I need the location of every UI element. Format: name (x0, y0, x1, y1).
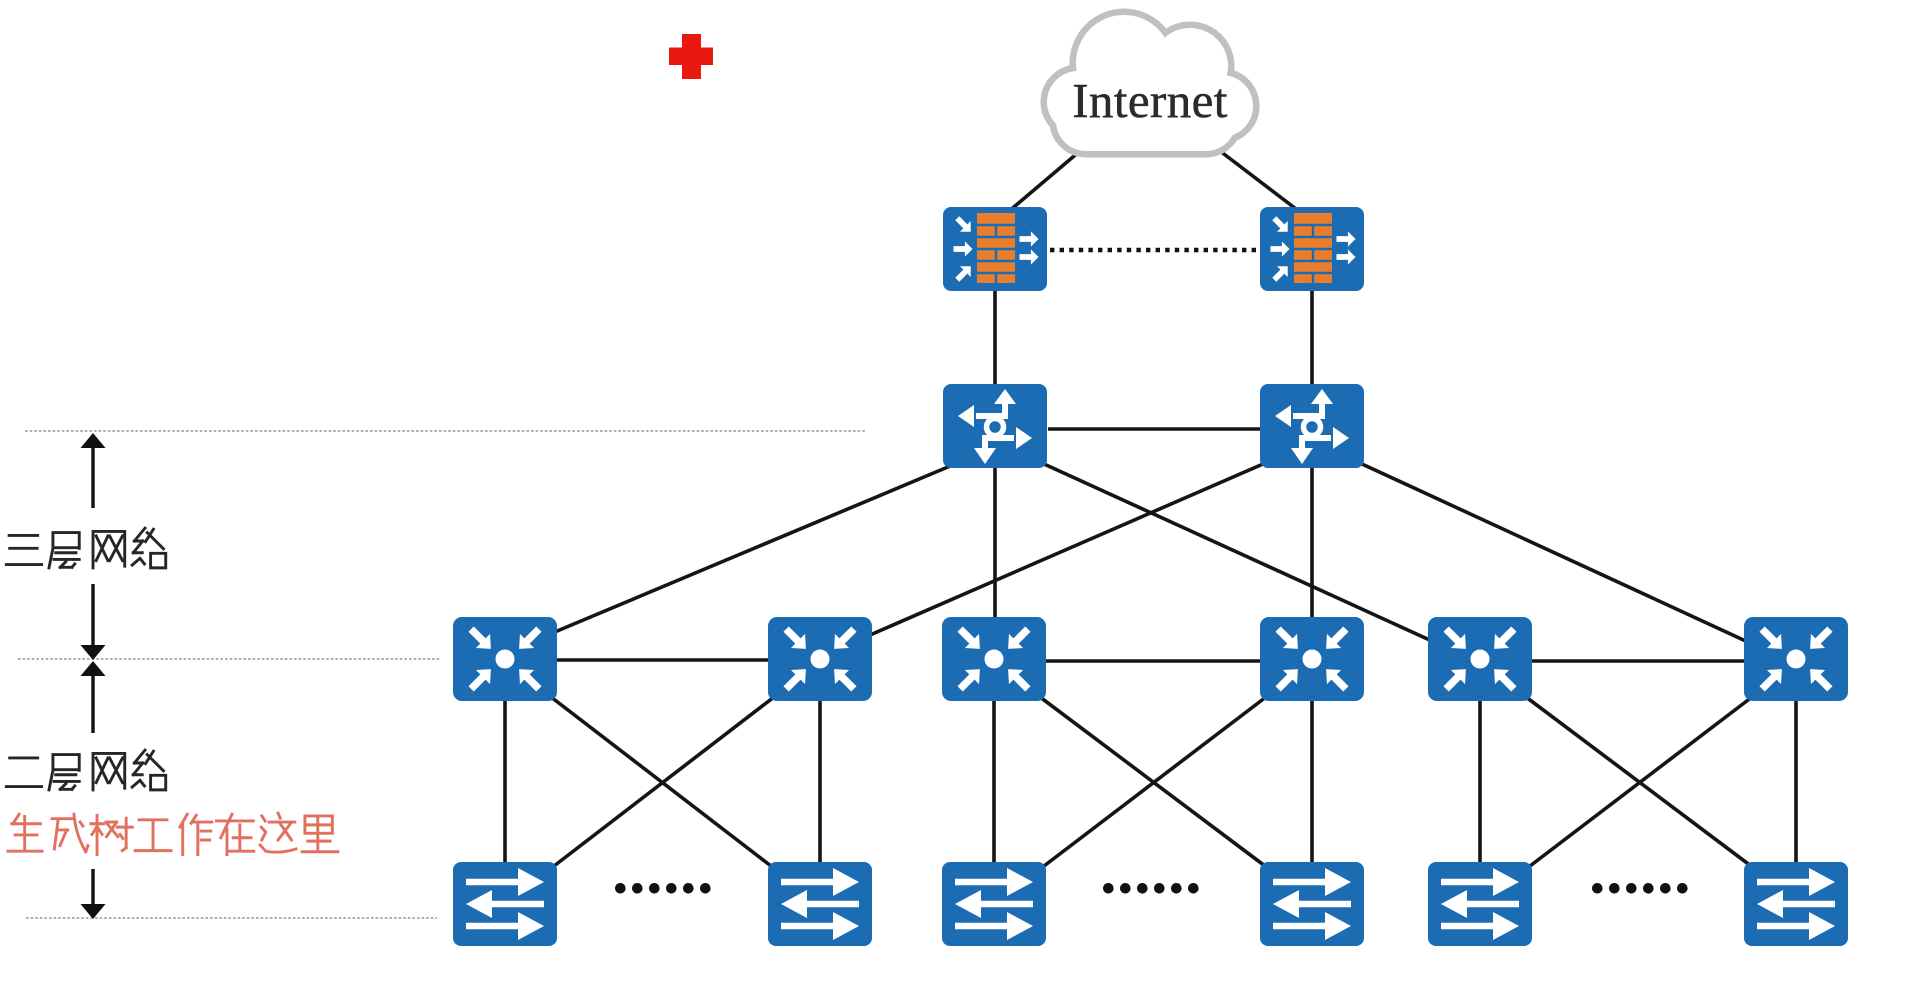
svg-text:Internet: Internet (1072, 73, 1228, 128)
